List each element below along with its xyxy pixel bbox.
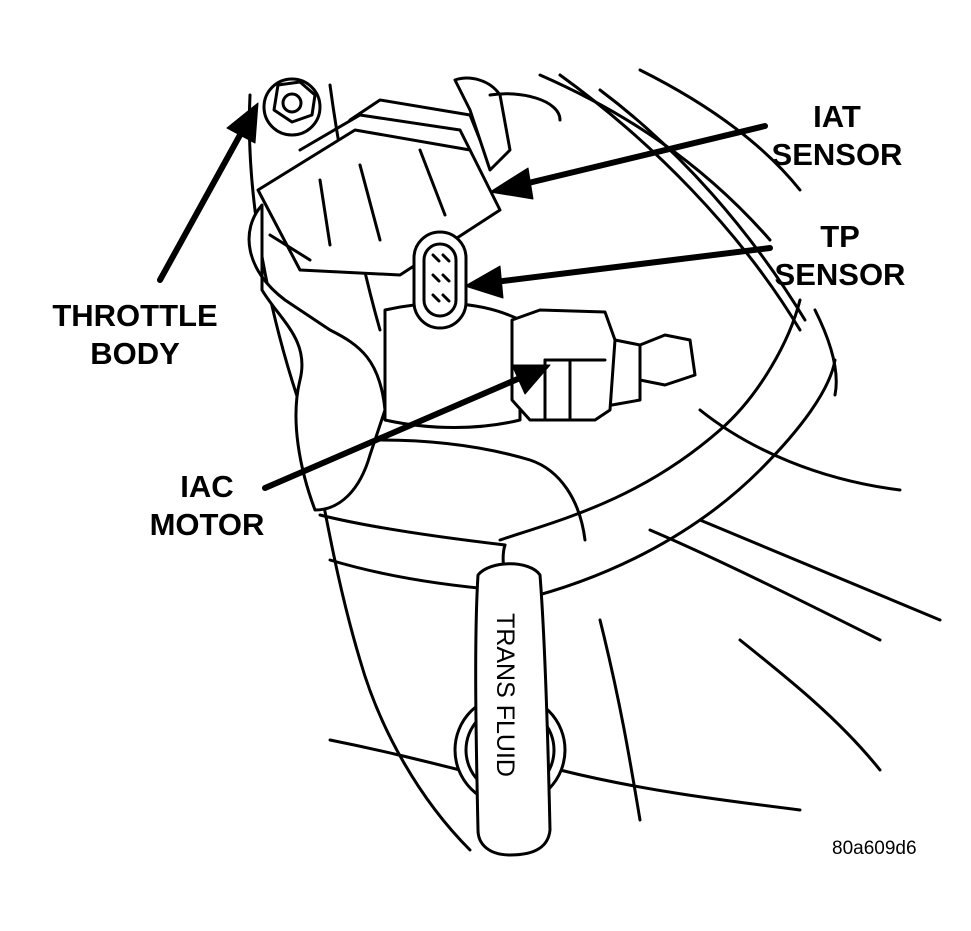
wire-harness bbox=[498, 298, 902, 642]
hex-bolt bbox=[262, 77, 322, 137]
iat-sensor-label: IAT SENSOR bbox=[752, 98, 922, 174]
tp-sensor-label-line-2: SENSOR bbox=[774, 257, 906, 292]
lower-details bbox=[328, 518, 942, 822]
throttle-body-label-line-2: BODY bbox=[90, 336, 180, 371]
iac-connector-shape bbox=[510, 308, 697, 422]
throttle-body-label: THROTTLE BODY bbox=[30, 297, 240, 373]
tp-sensor-shape bbox=[412, 230, 468, 330]
throttle-body-label-line-1: THROTTLE bbox=[52, 298, 218, 333]
tp-sensor-arrow bbox=[464, 245, 773, 299]
iac-motor-arrow bbox=[262, 364, 551, 491]
tp-sensor-label-line-1: TP bbox=[820, 219, 860, 254]
iat-sensor-label-line-2: SENSOR bbox=[771, 137, 903, 172]
throttle-body-arrow bbox=[157, 102, 259, 283]
iat-sensor-arrow bbox=[489, 123, 768, 200]
tp-sensor-label: TP SENSOR bbox=[760, 218, 920, 294]
iat-sensor-label-line-1: IAT bbox=[813, 99, 861, 134]
iac-motor-label-line-1: IAC bbox=[180, 469, 234, 504]
arrows bbox=[157, 102, 773, 491]
iac-motor-label-line-2: MOTOR bbox=[149, 507, 265, 542]
dipstick-shape bbox=[453, 562, 567, 857]
figure-id: 80a609d6 bbox=[832, 838, 917, 859]
dipstick-label: TRANS FLUID bbox=[491, 613, 519, 777]
iac-motor-label: IAC MOTOR bbox=[132, 468, 282, 544]
